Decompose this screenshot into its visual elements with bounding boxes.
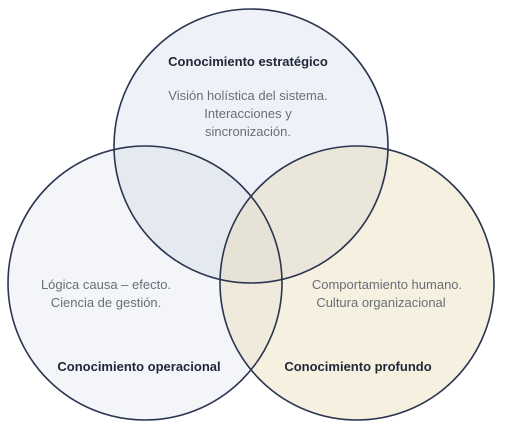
strategic-line-2: Interacciones y — [204, 106, 292, 121]
circle-operational-outline — [7, 145, 283, 421]
deep-line-1: Comportamiento humano. — [312, 277, 462, 292]
deep-title: Conocimiento profundo — [284, 359, 431, 374]
deep-line-2: Cultura organizacional — [316, 295, 445, 310]
operational-line-2: Ciencia de gestión. — [51, 295, 162, 310]
overlap-strategic-deep — [220, 146, 388, 283]
strategic-line-3: sincronización. — [205, 124, 291, 139]
operational-line-1: Lógica causa – efecto. — [41, 277, 171, 292]
operational-title: Conocimiento operacional — [57, 359, 220, 374]
strategic-line-1: Visión holística del sistema. — [168, 88, 327, 103]
strategic-title: Conocimiento estratégico — [168, 54, 328, 69]
circle-strategic-outline — [113, 8, 389, 284]
overlap-strategic-operational — [114, 146, 282, 283]
circle-deep-outline — [219, 145, 495, 421]
